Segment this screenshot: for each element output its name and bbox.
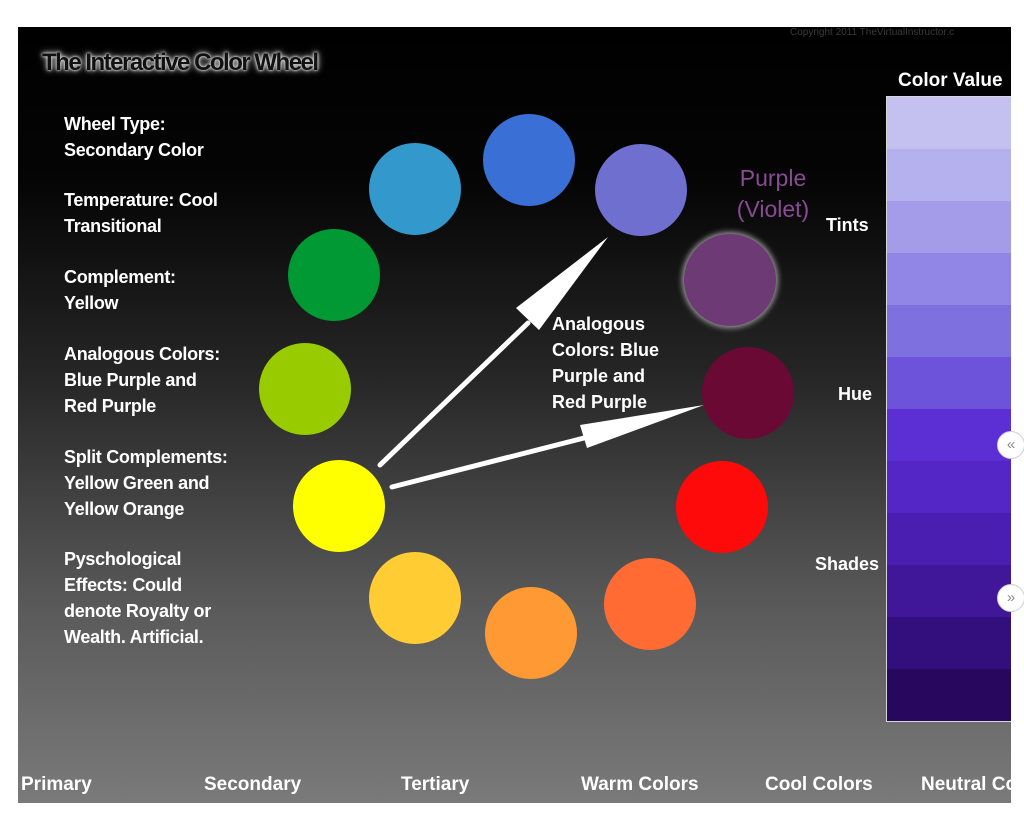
value-swatch (887, 97, 1011, 149)
annotation-line: Red Purple (552, 392, 648, 412)
tints-label: Tints (826, 215, 869, 235)
info-line: Blue Purple and (64, 370, 197, 390)
shades-label: Shades (815, 554, 880, 574)
tab-tertiary[interactable]: Tertiary (401, 774, 470, 795)
value-swatch (887, 409, 1011, 461)
arrow-to-blue-purple (377, 237, 608, 468)
info-line: Wheel Type: (64, 114, 166, 134)
value-swatch (887, 461, 1011, 513)
info-line: Temperature: Cool (64, 190, 218, 210)
value-swatch (887, 669, 1011, 721)
blue-green-circle[interactable] (369, 143, 461, 235)
green-circle[interactable] (288, 229, 380, 321)
blue-circle[interactable] (483, 114, 575, 206)
copyright-text: Copyright 2011 TheVirtualInstructor.c (790, 27, 954, 38)
value-swatch (887, 149, 1011, 201)
yellow-orange-circle[interactable] (369, 552, 461, 644)
arrow-to-red-purple (389, 405, 704, 490)
tab-primary[interactable]: Primary (21, 774, 92, 795)
red-orange-circle[interactable] (604, 558, 696, 650)
selected-color-name: Purple (739, 165, 807, 191)
yellow-circle[interactable] (293, 460, 385, 552)
purple-circle-selected[interactable] (684, 234, 776, 326)
temperature-info: Temperature: Cool Transitional (64, 187, 274, 239)
analogous-arrows (377, 237, 704, 490)
info-line: Secondary Color (64, 140, 204, 160)
split-complements-info: Split Complements: Yellow Green and Yell… (64, 444, 274, 522)
tab-secondary[interactable]: Secondary (204, 774, 302, 795)
info-line: denote Royalty or (64, 601, 211, 621)
psychological-effects-info: Pyschological Effects: Could denote Roya… (64, 546, 274, 650)
selected-color-label: Purple (Violet) (718, 163, 828, 225)
value-swatch (887, 513, 1011, 565)
info-line: Yellow Green and (64, 473, 210, 493)
value-swatch (887, 565, 1011, 617)
color-wheel-app: Copyright 2011 TheVirtualInstructor.c Th… (18, 27, 1011, 803)
info-line: Wealth. Artificial. (64, 627, 204, 647)
value-swatch (887, 357, 1011, 409)
blue-purple-circle[interactable] (595, 144, 687, 236)
tab-neutral-colors[interactable]: Neutral Co (921, 774, 1011, 795)
info-line: Complement: (64, 267, 176, 287)
annotation-line: Analogous (552, 314, 645, 334)
app-title: The Interactive Color Wheel (42, 49, 319, 76)
wheel-type-info: Wheel Type: Secondary Color (64, 111, 274, 163)
value-swatch (887, 617, 1011, 669)
orange-circle[interactable] (485, 587, 577, 679)
info-line: Red Purple (64, 396, 157, 416)
selected-color-alt-name: (Violet) (736, 196, 810, 222)
info-line: Split Complements: (64, 447, 228, 467)
info-line: Transitional (64, 216, 162, 236)
value-swatch (887, 201, 1011, 253)
color-value-bar (886, 96, 1011, 722)
info-line: Pyschological (64, 549, 182, 569)
color-value-title: Color Value (898, 70, 1003, 91)
yellow-green-circle[interactable] (259, 343, 351, 435)
info-line: Yellow Orange (64, 499, 185, 519)
info-line: Yellow (64, 293, 119, 313)
value-swatch (887, 305, 1011, 357)
analogous-annotation: Analogous Colors: Blue Purple and Red Pu… (552, 311, 702, 415)
tab-cool-colors[interactable]: Cool Colors (765, 774, 873, 795)
previous-slide-button[interactable]: « (997, 431, 1024, 459)
hue-label: Hue (838, 384, 873, 404)
complement-info: Complement: Yellow (64, 264, 274, 316)
info-line: Analogous Colors: (64, 344, 220, 364)
value-swatch (887, 253, 1011, 305)
next-slide-button[interactable]: » (997, 584, 1024, 612)
red-purple-circle[interactable] (702, 347, 794, 439)
annotation-line: Colors: Blue (552, 340, 660, 360)
red-circle[interactable] (676, 461, 768, 553)
info-line: Effects: Could (64, 575, 182, 595)
analogous-info: Analogous Colors: Blue Purple and Red Pu… (64, 341, 274, 419)
annotation-line: Purple and (552, 366, 646, 386)
tab-warm-colors[interactable]: Warm Colors (581, 774, 699, 795)
